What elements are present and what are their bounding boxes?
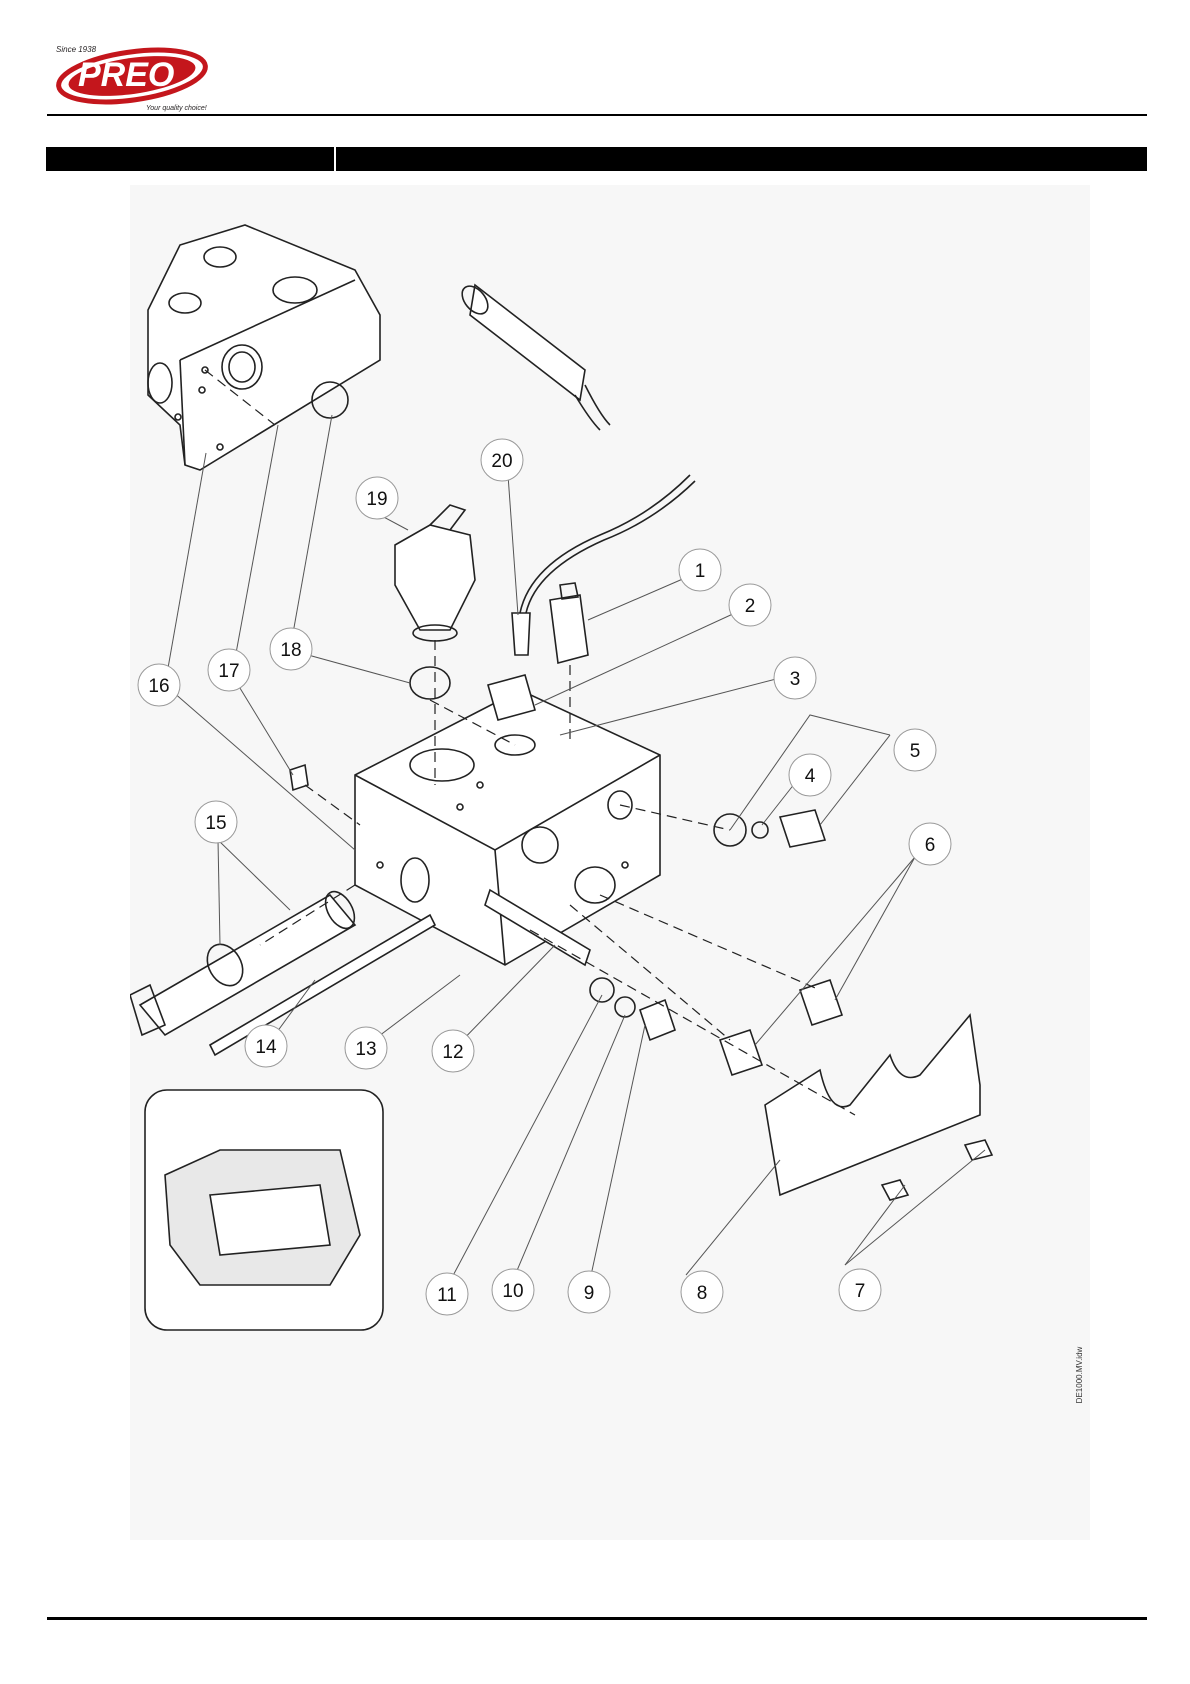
pressure-switch-19 bbox=[395, 505, 475, 641]
svg-text:12: 12 bbox=[442, 1042, 463, 1063]
svg-text:19: 19 bbox=[366, 489, 387, 510]
o-ring-4 bbox=[752, 822, 768, 838]
o-ring-18 bbox=[410, 667, 450, 699]
svg-text:3: 3 bbox=[790, 669, 801, 690]
callout-20: 20 bbox=[481, 439, 523, 481]
callout-16: 16 bbox=[138, 664, 180, 706]
exploded-view-figure: 1 2 3 4 5 6 7 8 9 10 11 12 13 14 15 16 1… bbox=[130, 185, 1090, 1540]
preo-logo: Since 1938 PREO Your quality choice! bbox=[52, 40, 212, 114]
callout-6: 6 bbox=[909, 823, 951, 865]
callout-10: 10 bbox=[492, 1269, 534, 1311]
svg-text:15: 15 bbox=[205, 813, 226, 834]
callout-18: 18 bbox=[270, 628, 312, 670]
header-rule bbox=[47, 114, 1147, 116]
svg-text:20: 20 bbox=[491, 451, 512, 472]
o-ring-11 bbox=[590, 978, 614, 1002]
logo-since: Since 1938 bbox=[56, 45, 97, 54]
callout-13: 13 bbox=[345, 1027, 387, 1069]
svg-text:5: 5 bbox=[910, 741, 921, 762]
callout-15: 15 bbox=[195, 801, 237, 843]
svg-text:11: 11 bbox=[437, 1285, 457, 1306]
bracket-8 bbox=[765, 1015, 980, 1195]
bolt-7b bbox=[965, 1140, 992, 1160]
title-bar-right bbox=[336, 147, 1147, 171]
bolt-7a bbox=[882, 1180, 908, 1200]
svg-text:14: 14 bbox=[255, 1037, 277, 1058]
callout-9: 9 bbox=[568, 1271, 610, 1313]
callout-5: 5 bbox=[894, 729, 936, 771]
spool-15 bbox=[130, 887, 360, 1035]
main-manifold-block bbox=[355, 690, 660, 965]
svg-text:9: 9 bbox=[584, 1283, 595, 1304]
logo-brand: PREO bbox=[78, 56, 174, 94]
upper-sensor bbox=[457, 281, 610, 430]
o-ring-10 bbox=[615, 997, 635, 1017]
valve-insert-1 bbox=[550, 583, 588, 663]
callout-1: 1 bbox=[679, 549, 721, 591]
sensor-20 bbox=[512, 475, 695, 655]
callout-4: 4 bbox=[789, 754, 831, 796]
exploded-view-drawing: 1 2 3 4 5 6 7 8 9 10 11 12 13 14 15 16 1… bbox=[130, 185, 1090, 1540]
title-bar bbox=[46, 147, 1147, 171]
svg-text:7: 7 bbox=[855, 1281, 866, 1302]
svg-text:8: 8 bbox=[697, 1283, 708, 1304]
svg-text:6: 6 bbox=[925, 835, 936, 856]
svg-text:2: 2 bbox=[745, 596, 756, 617]
upper-valve-block bbox=[148, 225, 380, 470]
bushing-6a bbox=[800, 980, 842, 1025]
bushing-6b bbox=[720, 1030, 762, 1075]
plug-5 bbox=[780, 810, 825, 847]
svg-text:17: 17 bbox=[218, 661, 239, 682]
callout-8: 8 bbox=[681, 1271, 723, 1313]
plug-9 bbox=[640, 1000, 675, 1040]
callout-2: 2 bbox=[729, 584, 771, 626]
svg-text:1: 1 bbox=[695, 561, 706, 582]
callout-19: 19 bbox=[356, 477, 398, 519]
svg-text:18: 18 bbox=[280, 640, 301, 661]
footer-rule bbox=[47, 1617, 1147, 1620]
callout-11: 11 bbox=[426, 1273, 468, 1315]
callout-14: 14 bbox=[245, 1025, 287, 1067]
svg-text:16: 16 bbox=[148, 676, 169, 697]
svg-text:4: 4 bbox=[805, 766, 816, 787]
callout-7: 7 bbox=[839, 1269, 881, 1311]
callout-3: 3 bbox=[774, 657, 816, 699]
title-bar-left bbox=[46, 147, 336, 171]
dowel-17 bbox=[290, 765, 308, 790]
drawing-id: DE1000.MV.idw bbox=[1075, 1346, 1084, 1403]
svg-text:13: 13 bbox=[355, 1039, 376, 1060]
callout-12: 12 bbox=[432, 1030, 474, 1072]
svg-text:10: 10 bbox=[502, 1281, 523, 1302]
callout-17: 17 bbox=[208, 649, 250, 691]
logo-tagline: Your quality choice! bbox=[146, 105, 207, 112]
